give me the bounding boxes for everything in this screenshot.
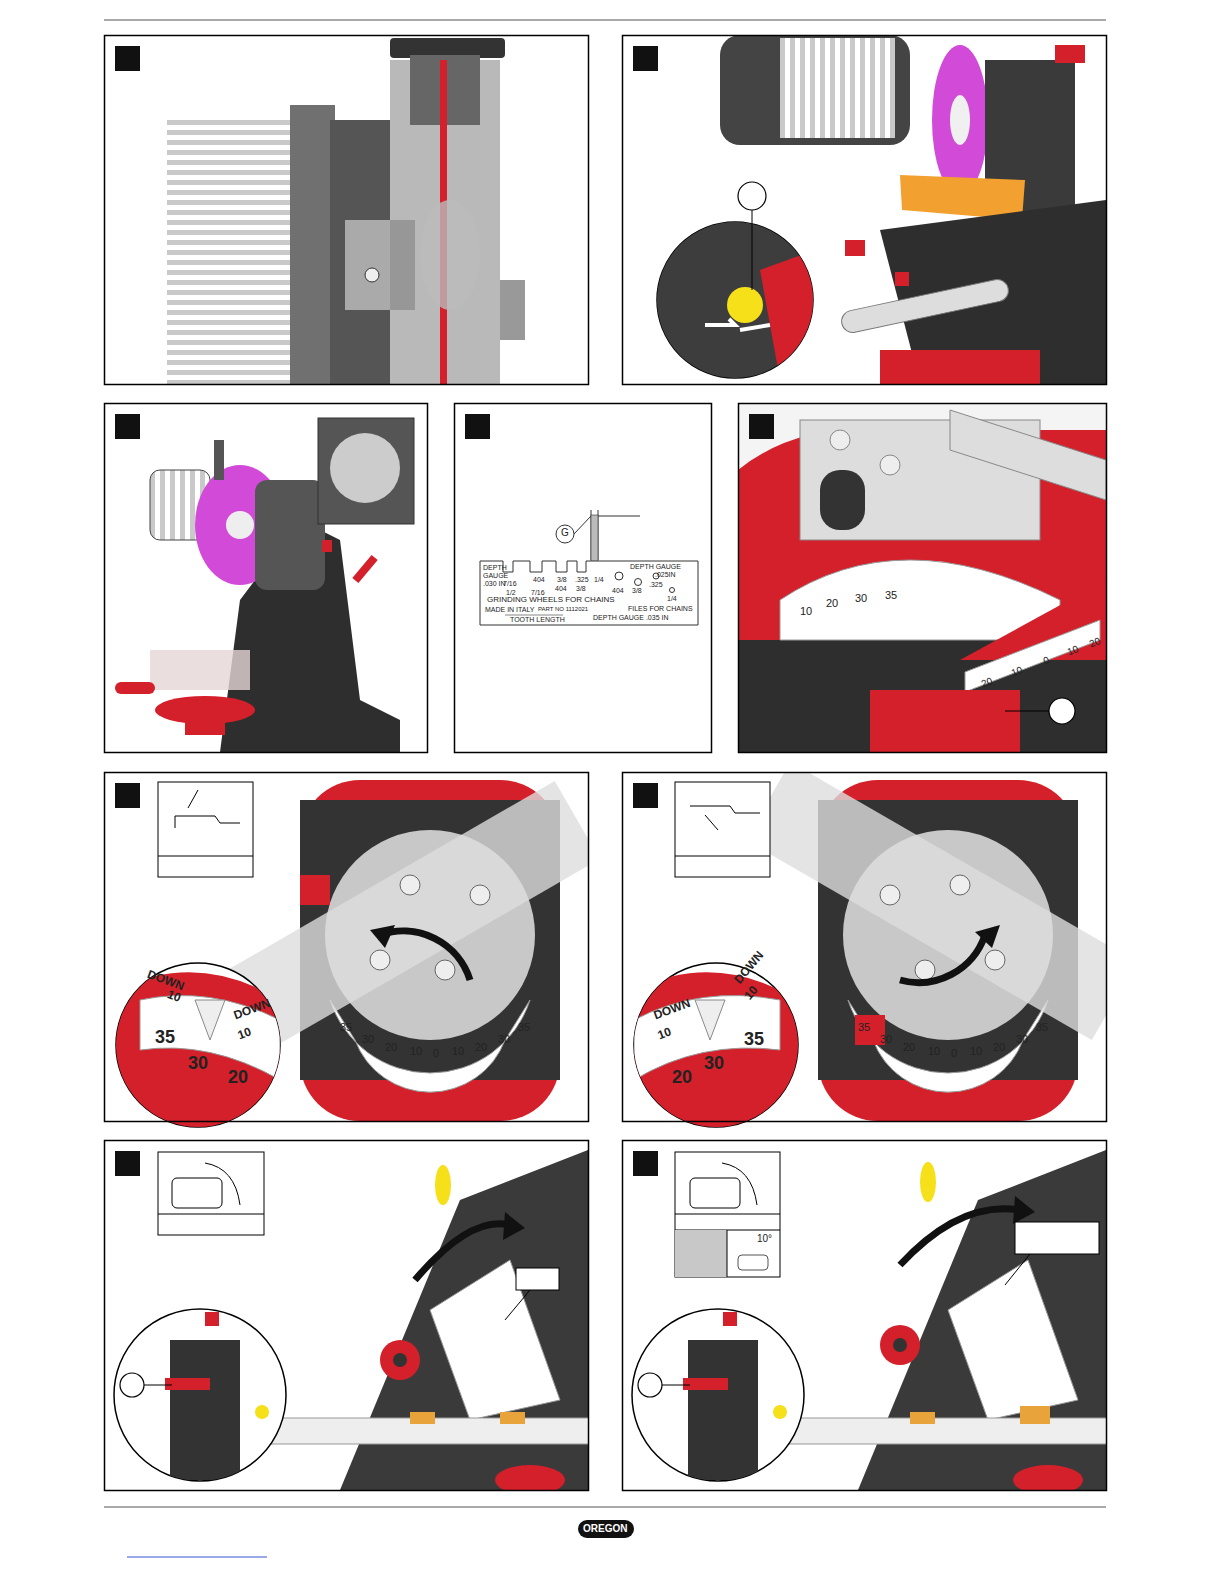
gauge-text: GAUGE xyxy=(483,572,508,579)
scale-number: 20 xyxy=(475,1042,487,1053)
gauge-text: 1/4 xyxy=(594,576,604,583)
scale-number: 30 xyxy=(362,1034,374,1045)
gauge-text: FILES FOR CHAINS xyxy=(628,605,693,612)
scale-number: 30 xyxy=(1016,1034,1028,1045)
scale-number: 35 xyxy=(340,1022,352,1033)
scale-number: 35 xyxy=(518,1022,530,1033)
scale-number: 30 xyxy=(880,1034,892,1045)
gauge-text: 3/8 xyxy=(632,587,642,594)
scale-number: 35 xyxy=(155,1028,175,1046)
gauge-text: 404 xyxy=(555,585,567,592)
gauge-text: G xyxy=(561,528,569,538)
scale-number: 20 xyxy=(826,598,838,609)
scale-number: 20 xyxy=(993,1042,1005,1053)
gauge-text: DEPTH xyxy=(483,564,507,571)
gauge-text: 3/8 xyxy=(557,576,567,583)
scale-number: 20 xyxy=(228,1068,248,1086)
scale-number: 10 xyxy=(928,1046,940,1057)
scale-number: 20 xyxy=(903,1042,915,1053)
scale-number: 35 xyxy=(744,1030,764,1048)
scale-number: 20 xyxy=(385,1042,397,1053)
scale-number: 10 xyxy=(800,606,812,617)
gauge-text: 7/16 xyxy=(531,589,545,596)
scale-number: 30 xyxy=(188,1054,208,1072)
scale-number: 10° xyxy=(757,1234,772,1244)
gauge-text: TOOTH LENGTH xyxy=(510,616,565,623)
gauge-text: 404 xyxy=(533,576,545,583)
gauge-text: 7/16 xyxy=(503,580,517,587)
gauge-text: MADE IN ITALY xyxy=(485,606,535,613)
gauge-text: GRINDING WHEELS FOR CHAINS xyxy=(487,596,615,604)
scale-number: 10 xyxy=(410,1046,422,1057)
gauge-text: 404 xyxy=(612,587,624,594)
scale-number: 0 xyxy=(433,1048,439,1059)
scale-number: 30 xyxy=(704,1054,724,1072)
gauge-text: .325 xyxy=(649,581,663,588)
scale-number: 35 xyxy=(1036,1022,1048,1033)
brand-logo: OREGON xyxy=(583,1524,627,1534)
scale-number: 30 xyxy=(855,593,867,604)
scale-number: 35 xyxy=(885,590,897,601)
scale-number: 0 xyxy=(951,1048,957,1059)
scale-number: 10 xyxy=(452,1046,464,1057)
scale-number: 30 xyxy=(498,1034,510,1045)
gauge-text: .030 IN xyxy=(483,580,506,587)
gauge-text: 3/8 xyxy=(576,585,586,592)
scale-number: 20 xyxy=(672,1068,692,1086)
gauge-text: DEPTH GAUGE .035 IN xyxy=(593,614,668,621)
gauge-text: PART NO 1112021 xyxy=(538,606,588,612)
gauge-text: .025IN xyxy=(655,571,676,578)
scale-number: 35 xyxy=(858,1022,870,1033)
gauge-text: DEPTH GAUGE xyxy=(630,563,681,570)
gauge-text: 1/4 xyxy=(667,595,677,602)
gauge-text: .325 xyxy=(575,576,589,583)
gauge-text: 1/2 xyxy=(506,589,516,596)
scale-number: 10 xyxy=(970,1046,982,1057)
